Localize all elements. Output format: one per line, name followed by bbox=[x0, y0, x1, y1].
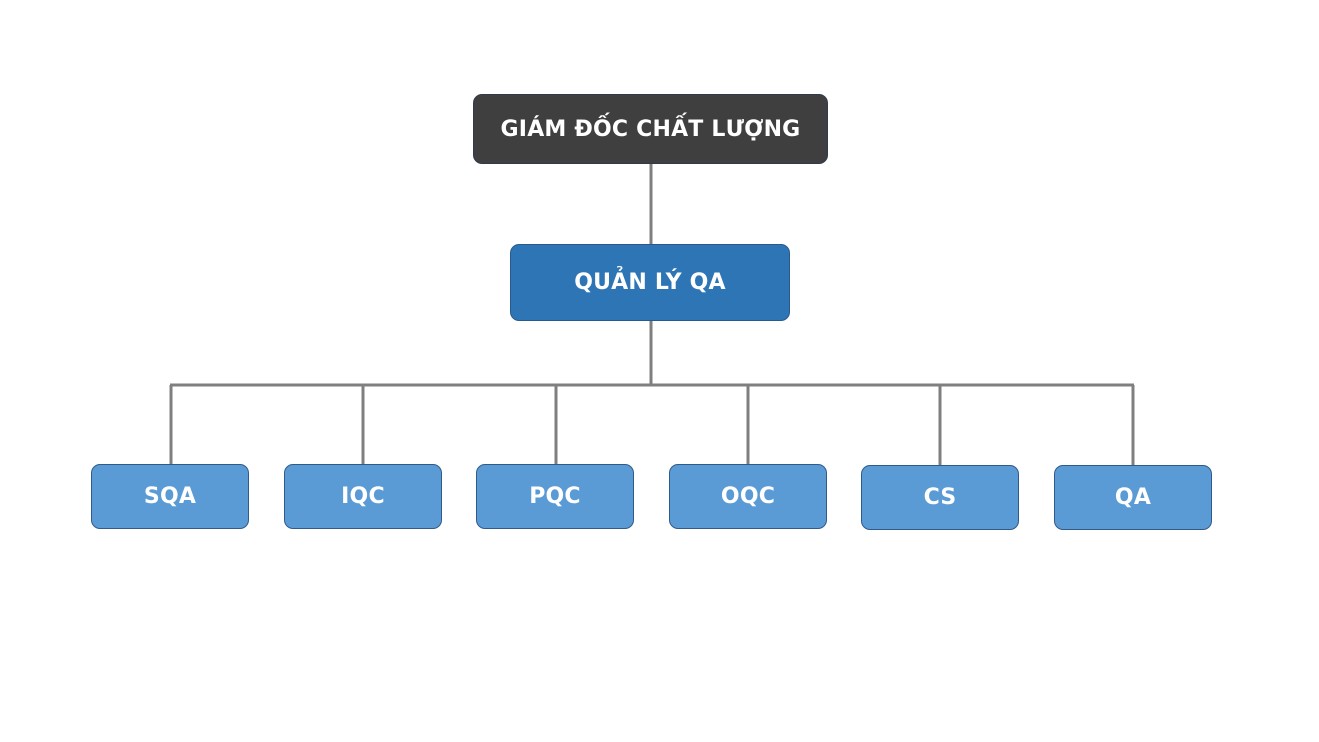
node-cs: CS bbox=[861, 465, 1019, 530]
node-qa-manager-label: QUẢN LÝ QA bbox=[574, 270, 726, 295]
node-qa-manager: QUẢN LÝ QA bbox=[510, 244, 790, 321]
node-oqc: OQC bbox=[669, 464, 827, 529]
node-qa-label: QA bbox=[1114, 485, 1152, 510]
node-sqa: SQA bbox=[91, 464, 249, 529]
node-sqa-label: SQA bbox=[143, 484, 197, 509]
node-qa: QA bbox=[1054, 465, 1212, 530]
node-oqc-label: OQC bbox=[720, 484, 776, 509]
node-iqc-label: IQC bbox=[341, 484, 385, 509]
node-quality-director-label: GIÁM ĐỐC CHẤT LƯỢNG bbox=[500, 116, 801, 142]
node-quality-director: GIÁM ĐỐC CHẤT LƯỢNG bbox=[473, 94, 828, 164]
node-pqc: PQC bbox=[476, 464, 634, 529]
node-iqc: IQC bbox=[284, 464, 442, 529]
node-cs-label: CS bbox=[923, 485, 957, 510]
node-pqc-label: PQC bbox=[529, 484, 581, 509]
